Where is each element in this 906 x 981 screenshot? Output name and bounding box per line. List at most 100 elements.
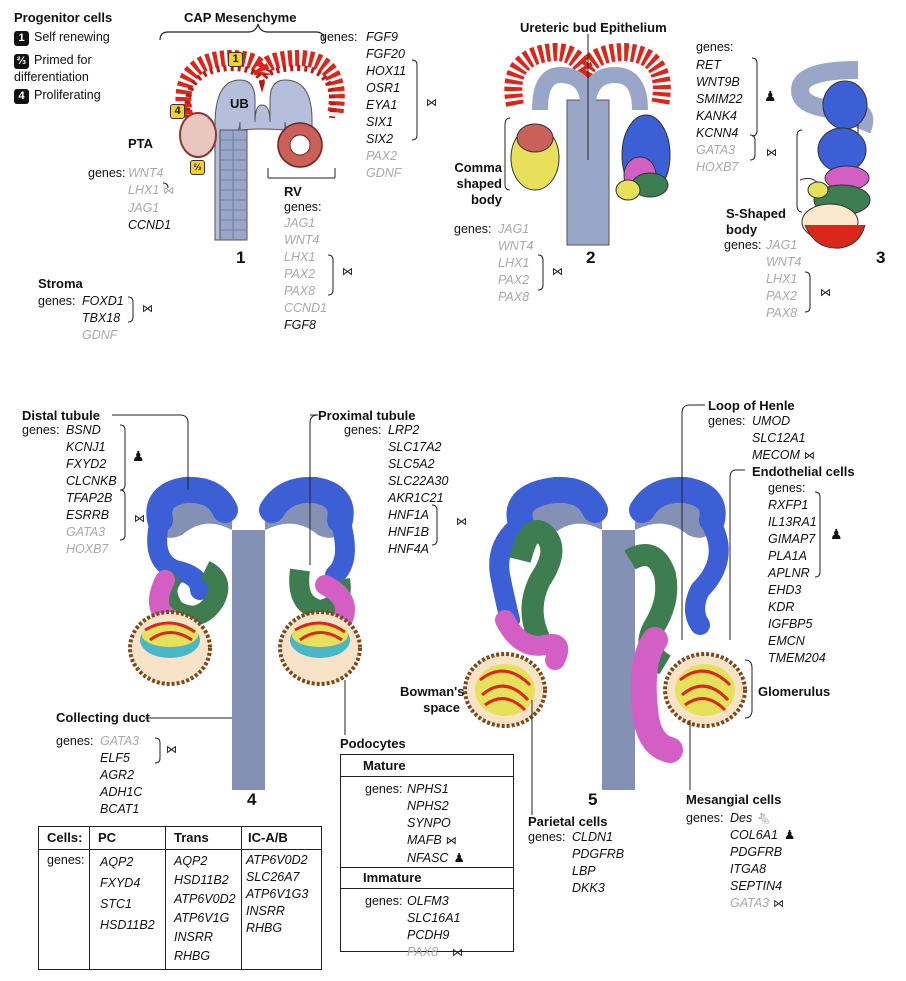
dna-icon: ⋈ — [342, 266, 353, 278]
gene: FGF8 — [284, 318, 316, 332]
gene: MAFB⋈ — [407, 832, 465, 850]
gene: ATP6V0D2 — [246, 853, 308, 867]
gene: PDGFRB — [730, 845, 783, 859]
mesangial-gene-list: Des🐁 COL6A1♟ PDGFRB ITGA8 SEPTIN4 GATA3⋈ — [730, 810, 795, 913]
stage4-drawing — [112, 414, 362, 790]
legend-item-label: Self renewing — [34, 30, 110, 44]
gene: ESRRB — [66, 508, 110, 522]
loop-of-henle-title: Loop of Henle — [708, 398, 795, 413]
dna-icon: ⋈ — [134, 513, 145, 525]
gene: HOX11 — [366, 64, 407, 78]
gene: TFAP2B — [66, 491, 113, 505]
gene: APLNR — [768, 566, 810, 580]
dna-icon: ⋈ — [456, 516, 467, 528]
gene: SLC22A30 — [388, 474, 449, 488]
gene: GATA3 — [66, 525, 106, 539]
podocytes-title: Podocytes — [340, 736, 406, 751]
gene: EMCN — [768, 634, 805, 648]
gene: SLC16A1 — [407, 911, 461, 925]
mature-gene-list: NPHS1 NPHS2 SYNPO MAFB⋈ NFASC♟ — [407, 781, 465, 867]
gene: ATP6V0D2 — [174, 892, 236, 906]
dna-icon: ⋈ — [803, 450, 815, 462]
immature-title: Immature — [363, 870, 422, 885]
rv-label: RV — [284, 184, 302, 199]
badge-4-icon: 4 — [170, 104, 185, 119]
gene: PAX8⋈ — [407, 944, 463, 962]
ureteric-gene-list: RET WNT9B SMIM22 KANK4 KCNN4 GATA3 HOXB7 — [696, 57, 743, 176]
gene: GDNF — [366, 166, 402, 180]
gene: HSD11B2 — [100, 918, 155, 932]
pta-genes-label: genes: — [88, 166, 126, 180]
collecting-genes-label: genes: — [56, 734, 94, 748]
gene: PAX8 — [284, 284, 316, 298]
column-header-pc: PC — [98, 830, 117, 845]
endo-gene-list: RXFP1 IL13RA1 GIMAP7 PLA1A APLNR EHD3 KD… — [768, 497, 826, 667]
gene: CCND1 — [284, 301, 328, 315]
gene: KDR — [768, 600, 795, 614]
dna-icon: ⋈ — [166, 744, 177, 756]
loop-gene-list: UMOD SLC12A1 MECOM⋈ — [752, 413, 815, 465]
gene: STC1 — [100, 897, 132, 911]
gene: GATA3⋈ — [730, 895, 795, 913]
s-body-gene-list: JAG1 WNT4 LHX1 PAX2 PAX8 — [766, 237, 801, 322]
cap-genes-label: genes: — [320, 30, 358, 44]
gene: JAG1 — [128, 201, 160, 215]
gene: FGF9 — [366, 30, 398, 44]
gene: PAX2 — [284, 267, 316, 281]
gene: ITGA8 — [730, 862, 767, 876]
cap-gene-list: FGF9 FGF20 HOX11 OSR1 EYA1 SIX1 SIX2 PAX… — [366, 29, 406, 182]
gene: FXYD2 — [66, 457, 107, 471]
gene: OSR1 — [366, 81, 401, 95]
gene: PAX8 — [498, 290, 530, 304]
cells-corner-label: Cells: — [47, 830, 83, 845]
gene: IGFBP5 — [768, 617, 813, 631]
gene: AQP2 — [174, 854, 208, 868]
gene: CLCNKB — [66, 474, 117, 488]
gene: COL6A1♟ — [730, 828, 796, 842]
gene-brackets — [119, 57, 821, 764]
badge-two-thirds-icon: ⅔ — [190, 160, 205, 175]
gene: LRP2 — [388, 423, 420, 437]
gene: IL13RA1 — [768, 515, 817, 529]
gene: RXFP1 — [768, 498, 809, 512]
stage3-drawing — [790, 61, 874, 249]
ureteric-genes-label: genes: — [696, 40, 734, 54]
gene: AKR1C21 — [388, 491, 444, 505]
stage-number-1: 1 — [236, 248, 246, 267]
gene: WNT4 — [498, 239, 534, 253]
gene: SEPTIN4 — [730, 879, 783, 893]
gene: ADH1C — [100, 785, 143, 799]
stage2-drawing — [504, 34, 671, 246]
cells-row-label: genes: — [47, 853, 85, 867]
gene: PAX2 — [498, 273, 530, 287]
gene: EHD3 — [768, 583, 802, 597]
gene: GIMAP7 — [768, 532, 816, 546]
gene: INSRR — [174, 930, 213, 944]
gene: JAG1 — [766, 238, 798, 252]
podocytes-box: Mature genes: NPHS1 NPHS2 SYNPO MAFB⋈ NF… — [340, 754, 514, 959]
gene: HNF4A — [388, 542, 429, 556]
gene: OLFM3 — [407, 894, 449, 908]
gene: RET — [696, 58, 721, 72]
stage-number-5: 5 — [588, 790, 598, 809]
gene: PLA1A — [768, 549, 807, 563]
glomerulus-label: Glomerulus — [758, 684, 831, 699]
gene: FGF20 — [366, 47, 405, 61]
proximal-gene-list: LRP2 SLC17A2 SLC5A2 SLC22A30 AKR1C21 HNF… — [388, 422, 448, 558]
gene: SMIM22 — [696, 92, 743, 106]
bowmans-space-label: Bowman's space — [400, 684, 465, 715]
mature-genes-label: genes: — [365, 782, 403, 796]
gene: HOXB7 — [696, 160, 739, 174]
gene: FOXD1 — [82, 294, 124, 308]
comma-body-label: Comma shaped body — [454, 160, 502, 207]
gene: EYA1 — [366, 98, 398, 112]
gene: BCAT1 — [100, 802, 140, 816]
gene: RHBG — [246, 921, 283, 935]
ub-label: UB — [230, 96, 249, 111]
human-icon: ♟ — [764, 88, 777, 104]
gene: DKK3 — [572, 881, 605, 895]
badge-1-icon: 1 — [228, 52, 243, 67]
pta-gene-list: WNT4 LHX1⋈ JAG1 CCND1 — [128, 165, 174, 234]
badge-1-icon: 1 — [14, 31, 29, 46]
gene: NPHS2 — [407, 799, 449, 813]
